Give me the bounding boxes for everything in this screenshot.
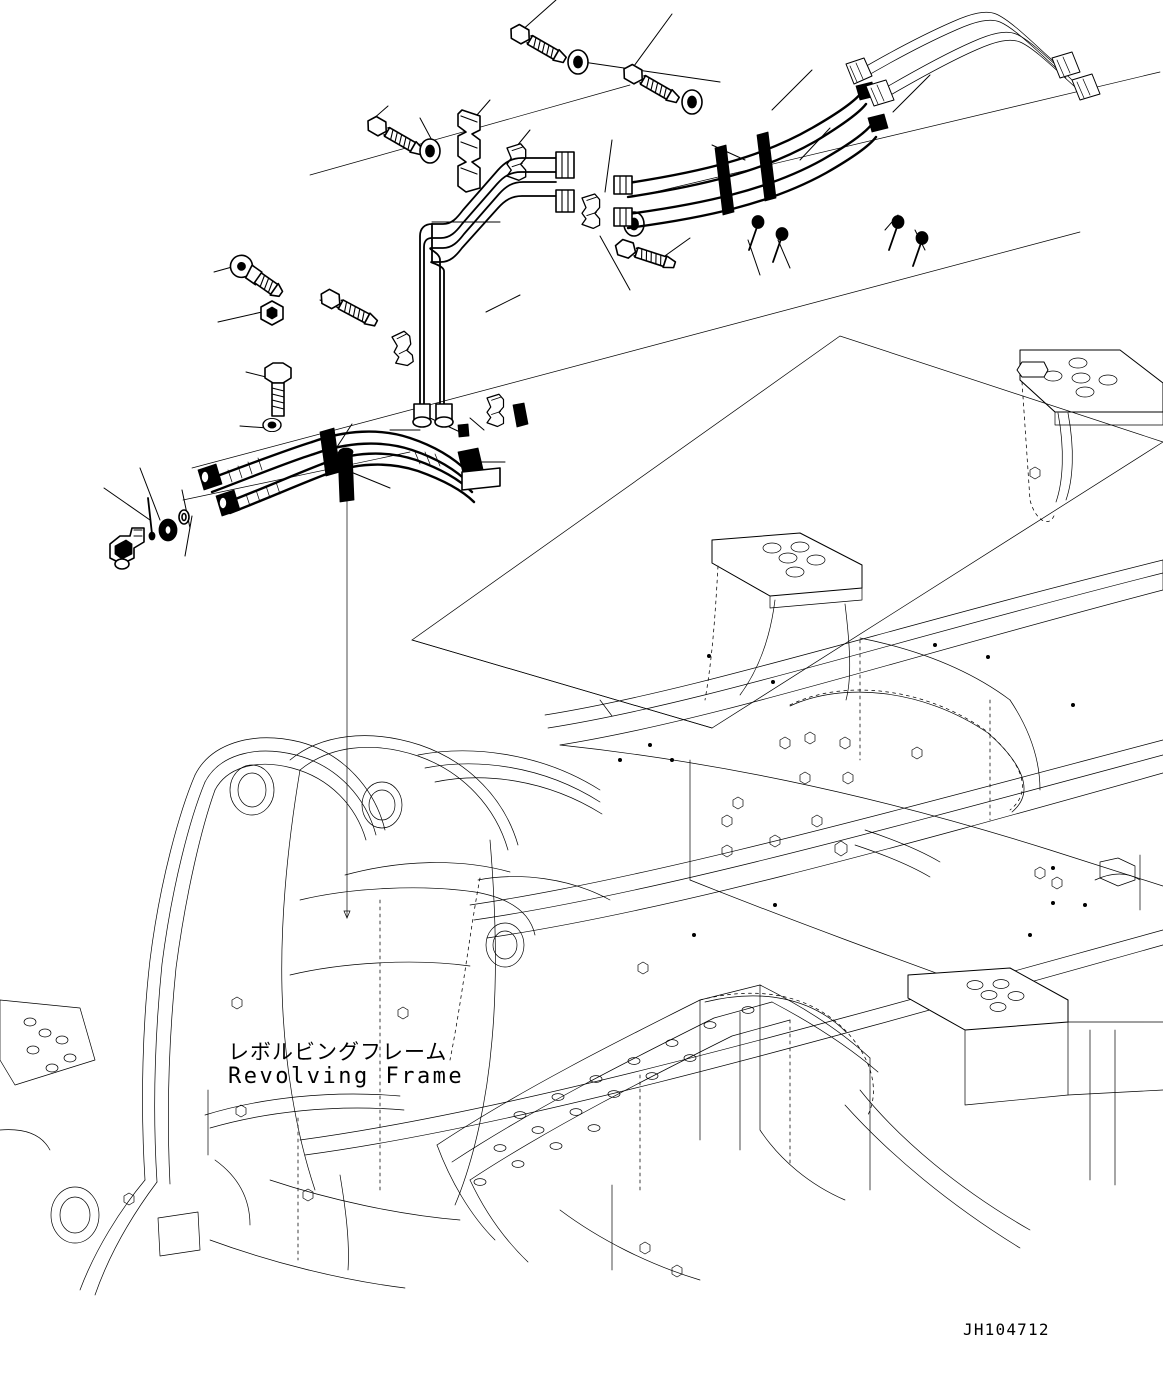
clamp-bracket-tall bbox=[457, 109, 481, 193]
leader-lines-upper bbox=[103, 0, 931, 557]
spacer-block-1 bbox=[512, 402, 529, 428]
tube-assembly-long bbox=[412, 151, 575, 428]
washer-left bbox=[262, 417, 282, 433]
mounting-pad-center bbox=[704, 532, 863, 701]
frame-left-flange bbox=[0, 999, 201, 1296]
clamp-lower-2 bbox=[486, 393, 505, 428]
mounting-pad-right bbox=[1016, 349, 1163, 522]
frame-right-hardware bbox=[834, 829, 1141, 911]
frame-label-japanese: レボルビングフレーム bbox=[228, 1040, 448, 1064]
frame-label-english: Revolving Frame bbox=[228, 1064, 465, 1089]
o-ring bbox=[178, 509, 190, 525]
drawing-number: JH104712 bbox=[963, 1320, 1050, 1339]
hose-assembly-curved-right bbox=[613, 81, 889, 230]
spacer-block-2 bbox=[457, 423, 470, 438]
frame-center-beams bbox=[436, 984, 879, 1281]
deck-dot-group bbox=[618, 643, 1076, 938]
frame-boom-ears bbox=[142, 735, 611, 1206]
eye-bolt-fitting bbox=[229, 254, 284, 298]
exploded-hardware-upper bbox=[103, 0, 1161, 729]
bolt-left-vertical bbox=[264, 362, 292, 417]
thin-pin bbox=[147, 497, 156, 541]
frame-label-plate bbox=[204, 1089, 461, 1289]
reference-lines-upper bbox=[182, 71, 1161, 729]
elbow-joint bbox=[109, 527, 145, 570]
tube-assembly-upper-right bbox=[845, 11, 1101, 107]
seal-washer bbox=[158, 518, 178, 542]
revolving-frame-body bbox=[0, 335, 1163, 1296]
mounting-pad-lower-right bbox=[844, 967, 1163, 1249]
pin-group bbox=[748, 214, 929, 267]
hex-nut bbox=[260, 300, 284, 326]
clamp-lower-1 bbox=[390, 329, 415, 368]
hose-assembly-short bbox=[197, 440, 326, 517]
bolt-washer-group-left bbox=[363, 113, 441, 164]
bolt-left-upper bbox=[316, 286, 381, 332]
exploded-hardware-left bbox=[109, 254, 501, 570]
clamp-upper-2 bbox=[581, 193, 601, 230]
bolt-washer-group-top bbox=[506, 21, 703, 115]
hose-bundle-center-left bbox=[310, 427, 501, 504]
